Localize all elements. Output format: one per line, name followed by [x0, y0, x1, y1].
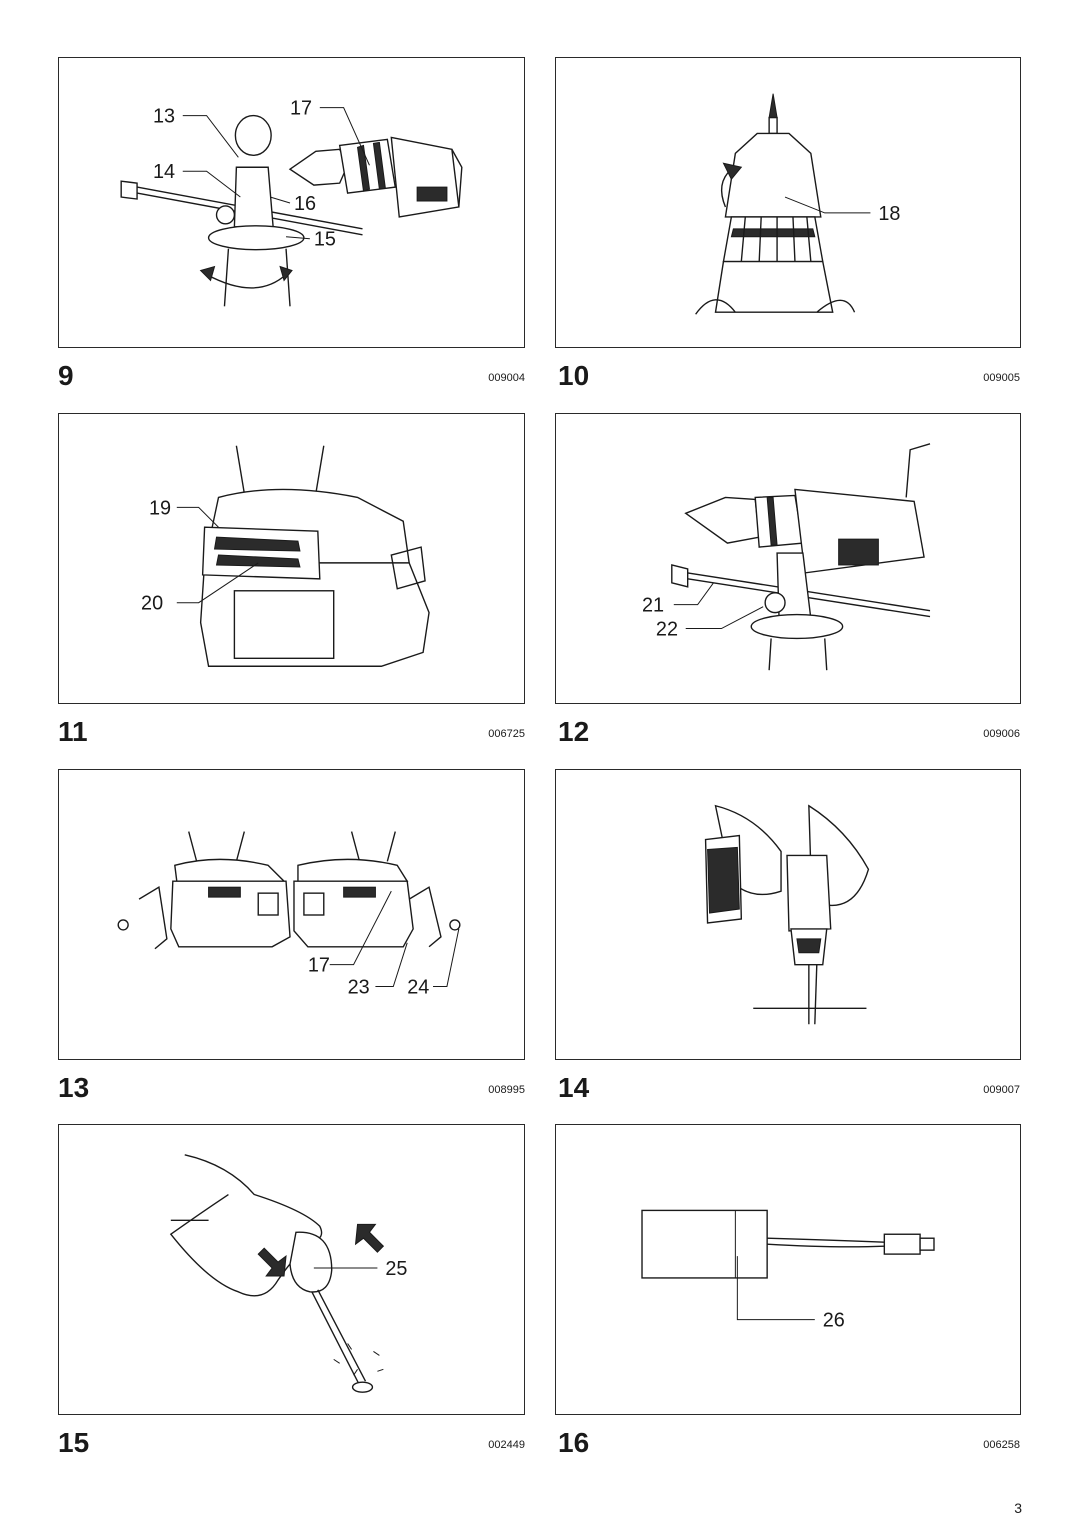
screwdriver-bit-icon [768, 93, 778, 135]
figure-10-panel: 18 [555, 57, 1021, 348]
figure-11-illustration: 19 20 [141, 445, 430, 667]
plug-icon [883, 1233, 935, 1255]
battery-cartridge-icon [199, 445, 430, 667]
figure-12-panel: 21 22 [555, 413, 1021, 704]
figure-10-code: 009005 [983, 372, 1020, 384]
hand-blow-out-bulb-icon [169, 1154, 384, 1393]
figure-9-code: 009004 [488, 372, 525, 384]
figure-15-illustration: 25 [169, 1154, 407, 1393]
figure-14-panel [555, 769, 1021, 1060]
callout-17: 17 [290, 98, 312, 120]
callout-19: 19 [149, 497, 171, 519]
figure-9-illustration: 13 17 14 16 15 [120, 98, 463, 307]
callout-23: 23 [348, 976, 370, 998]
figure-9-panel: 13 17 14 16 15 [58, 57, 525, 348]
charger-adapter-icon [641, 1209, 885, 1279]
figure-14-illustration [704, 804, 870, 1025]
drill-icon [288, 136, 463, 218]
drill-icon [684, 443, 931, 574]
callout-22: 22 [656, 618, 678, 640]
callout-18: 18 [878, 203, 900, 225]
figure-10-illustration: 18 [695, 93, 900, 315]
hands-holding-drill-icon [704, 804, 870, 966]
callout-25: 25 [385, 1258, 407, 1280]
page-number: 3 [1014, 1500, 1022, 1516]
hook-icon [138, 886, 442, 950]
callout-13: 13 [153, 106, 175, 128]
callout-20: 20 [141, 593, 163, 615]
figure-16-panel: 26 [555, 1124, 1021, 1415]
press-arrow-icon [257, 1223, 385, 1277]
figure-11-number: 11 [58, 716, 88, 747]
callout-24: 24 [407, 976, 429, 998]
side-handle-icon [207, 114, 305, 307]
figure-14-code: 009007 [983, 1084, 1020, 1096]
callout-26: 26 [823, 1310, 845, 1332]
figure-9-number: 9 [58, 360, 74, 391]
figure-15-code: 002449 [488, 1439, 525, 1451]
figure-10-number: 10 [558, 360, 590, 391]
figure-14-number: 14 [558, 1072, 590, 1103]
callout-21: 21 [642, 595, 664, 617]
figure-13-number: 13 [58, 1072, 90, 1103]
figure-16-illustration: 26 [641, 1209, 935, 1332]
figure-12-code: 009006 [983, 728, 1020, 740]
rotate-arrow-icon [720, 162, 743, 208]
figure-15-panel: 25 [58, 1124, 525, 1415]
figure-13-illustration: 17 23 24 [117, 831, 461, 998]
figure-16-code: 006258 [983, 1439, 1020, 1451]
callout-14: 14 [153, 161, 175, 183]
figure-16-number: 16 [558, 1427, 590, 1458]
chuck-sleeve-icon [695, 132, 856, 315]
figure-12-number: 12 [558, 716, 590, 747]
figure-13-panel: 17 23 24 [58, 769, 525, 1060]
callout-17: 17 [308, 955, 330, 977]
rotate-arrow-icon [199, 265, 293, 289]
callout-15: 15 [314, 229, 336, 251]
figure-12-illustration: 21 22 [642, 443, 931, 671]
figure-13-code: 008995 [488, 1084, 525, 1096]
battery-cartridge-icon [293, 831, 414, 948]
figure-11-code: 006725 [488, 728, 525, 740]
side-handle-icon [750, 552, 844, 671]
callout-16: 16 [294, 193, 316, 215]
figure-15-number: 15 [58, 1427, 90, 1458]
screw-icon [117, 919, 461, 931]
battery-cartridge-icon [170, 831, 291, 948]
figure-11-panel: 19 20 [58, 413, 525, 704]
drill-bit-icon [808, 964, 818, 1025]
